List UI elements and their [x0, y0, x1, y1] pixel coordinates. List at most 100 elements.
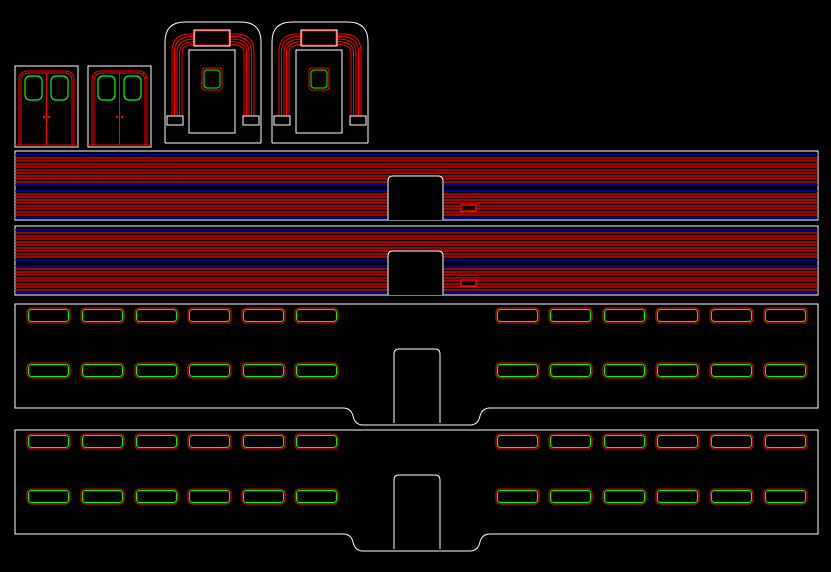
side-window-outer: [134, 488, 179, 505]
door-handle-right: [47, 115, 51, 119]
door-frame-outer: [91, 70, 148, 145]
side-window-inner: [550, 364, 591, 377]
side-window-inner: [28, 490, 69, 503]
door-window-left: [97, 75, 116, 101]
side-window-inner: [82, 364, 123, 377]
side-window-inner: [243, 309, 284, 322]
side-window-outer: [80, 433, 125, 450]
roof-vent: [460, 279, 477, 287]
side-window-outer: [241, 307, 286, 324]
side-window-inner: [550, 309, 591, 322]
side-window-outer: [548, 433, 593, 450]
side-window-outer: [763, 362, 808, 379]
side-wall-outline: [14, 303, 819, 426]
end-headlamp-right: [349, 115, 367, 126]
end-panel-left: [164, 21, 262, 144]
side-window-inner: [604, 490, 645, 503]
side-window-inner: [82, 435, 123, 448]
side-window-inner: [296, 490, 337, 503]
side-window-inner: [243, 490, 284, 503]
end-door-outline: [295, 49, 343, 134]
door-panel-outline: [14, 65, 79, 148]
side-window-outer: [495, 307, 540, 324]
side-window-outer: [294, 488, 339, 505]
side-window-outer: [655, 433, 700, 450]
side-window-inner: [711, 309, 752, 322]
side-window-outer: [655, 307, 700, 324]
door-handle-left: [115, 115, 119, 119]
side-window-outer: [241, 433, 286, 450]
side-window-outer: [80, 362, 125, 379]
side-window-inner: [497, 309, 538, 322]
door-handle-right: [120, 115, 124, 119]
side-window-inner: [765, 309, 806, 322]
side-window-inner: [28, 309, 69, 322]
side-window-outer: [709, 307, 754, 324]
end-headlamp-left: [166, 115, 184, 126]
side-window-inner: [296, 435, 337, 448]
side-window-inner: [657, 435, 698, 448]
side-window-outer: [548, 362, 593, 379]
end-destination-sign-inner: [194, 30, 230, 46]
side-window-inner: [711, 435, 752, 448]
end-headlamp-left: [273, 115, 291, 126]
side-window-inner: [711, 364, 752, 377]
side-window-inner: [189, 435, 230, 448]
side-wall-outline: [14, 429, 819, 552]
end-destination-sign: [193, 29, 231, 47]
side-window-outer: [709, 433, 754, 450]
side-window-inner: [657, 309, 698, 322]
side-window-outer: [26, 488, 71, 505]
side-window-outer: [655, 362, 700, 379]
door-window-left: [24, 75, 43, 101]
side-window-outer: [26, 433, 71, 450]
side-window-inner: [497, 435, 538, 448]
end-panel-right: [271, 21, 369, 144]
side-window-inner: [136, 309, 177, 322]
side-window-outer: [709, 362, 754, 379]
side-window-inner: [711, 490, 752, 503]
end-destination-sign: [300, 29, 338, 47]
side-window-outer: [495, 362, 540, 379]
side-window-outer: [26, 307, 71, 324]
side-window-inner: [550, 435, 591, 448]
side-window-inner: [82, 490, 123, 503]
side-window-inner: [497, 364, 538, 377]
side-window-outer: [80, 307, 125, 324]
end-window-inner: [310, 69, 328, 89]
door-panel-left: [14, 65, 79, 148]
side-window-outer: [26, 362, 71, 379]
side-window-outer: [602, 362, 647, 379]
side-window-inner: [497, 490, 538, 503]
door-frame-outer: [18, 70, 75, 145]
end-window-outer: [201, 67, 223, 91]
side-window-outer: [187, 433, 232, 450]
roof-vent: [460, 204, 477, 212]
side-window-outer: [134, 433, 179, 450]
end-destination-sign-inner: [301, 30, 337, 46]
side-wall-panel-bottom: [14, 429, 819, 552]
side-window-inner: [765, 490, 806, 503]
side-window-inner: [604, 309, 645, 322]
side-window-outer: [763, 488, 808, 505]
side-window-outer: [134, 307, 179, 324]
side-window-outer: [495, 433, 540, 450]
side-window-inner: [765, 364, 806, 377]
side-window-inner: [604, 435, 645, 448]
roof-panel-bottom: [14, 225, 819, 296]
side-window-inner: [28, 364, 69, 377]
side-window-inner: [189, 364, 230, 377]
side-window-inner: [189, 309, 230, 322]
side-window-inner: [550, 490, 591, 503]
end-panel-outline: [164, 21, 262, 143]
end-window-outer: [308, 67, 330, 91]
side-window-inner: [243, 435, 284, 448]
side-window-inner: [189, 490, 230, 503]
side-window-outer: [548, 307, 593, 324]
side-window-inner: [604, 364, 645, 377]
side-wall-door: [393, 348, 441, 423]
door-panel-right: [87, 65, 152, 148]
side-window-outer: [241, 362, 286, 379]
roof-door-notch: [387, 250, 444, 295]
door-panel-outline: [87, 65, 152, 148]
